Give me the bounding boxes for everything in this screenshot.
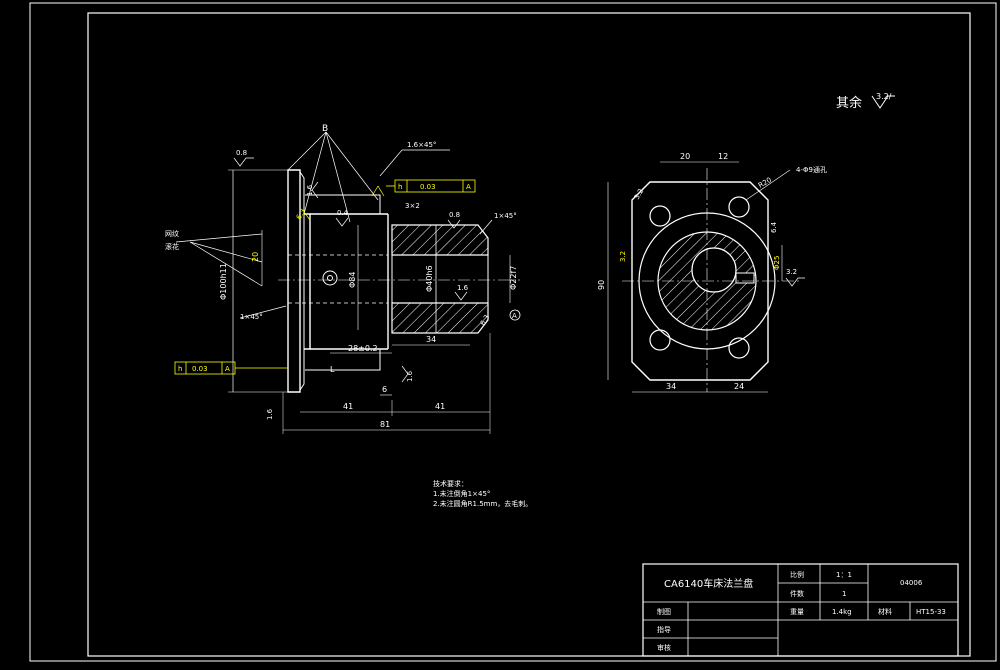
gtol-top-datum: A [466,183,471,191]
tech-title: 技术要求： [433,479,468,488]
chamfer-top: 1.6×45° [407,141,436,149]
bolt-hole-3 [649,329,671,351]
rough-side-3: 6.4 [770,221,778,233]
qty-value: 1 [842,590,846,598]
leader-chamfer-right [479,219,493,235]
drawing-no: 04006 [900,579,923,587]
slot-lower [305,349,381,371]
rough-side-2: 3.2 [619,251,627,262]
leader-B [287,131,379,223]
gtol-left: h 0.03 A [174,361,288,375]
rough-r9: 1.6 [266,408,274,420]
dim-side-34: 34 [666,382,676,391]
dim-41-right: 41 [435,402,445,411]
section-upper [391,224,489,256]
tech-line2: 2.未注圆角R1.5mm，去毛刺。 [433,499,532,508]
rough-r6: 1.6 [457,284,469,292]
leader-chamfer-left [239,305,287,319]
groove: 3×2 [405,202,420,210]
bolt-hole-4 [728,337,750,359]
flange-disk-outline [287,169,301,393]
scale-value: 1：1 [836,571,852,579]
cross-hole-inner [327,275,333,281]
label-L: L [330,365,335,374]
rest-roughness-label: 其余 [836,95,862,111]
rough-r4: 0.4 [337,209,349,217]
rest-roughness-symbol [871,95,895,109]
leader-chamfer-top [379,149,403,177]
dim-side-12: 12 [718,152,728,161]
datum-A-circle [509,309,521,321]
dim-center-small: Φ84 [348,272,357,288]
dim-side-25: Φ25 [773,256,781,270]
guide-label: 指导 [657,625,671,634]
knurl-1: 网纹 [165,229,179,238]
cross-hole [322,270,338,286]
dim-6: 6 [382,385,387,394]
title-block: CA6140车床法兰盘 比例 1：1 04006 件数 1 重量 1.4kg 材… [642,563,959,657]
section-lower [391,302,489,334]
rough-r1: 0.8 [236,149,247,157]
roughness-marks: 0.8 1.6 6.3 0.4 0.8 1.6 6.3 1.6 1.6 [233,149,491,420]
rough-r5: 0.8 [449,211,460,219]
gtol-left-symbol: h [178,365,182,373]
dim-right: Φ22f7 [509,266,518,290]
dim-34: 34 [426,335,436,344]
material-label: 材料 [878,607,892,616]
side-bore [691,247,737,293]
chamfer-right: 1×45° [494,212,517,220]
side-outline [631,181,769,381]
gtol-left-datum: A [225,365,230,373]
gtol-left-value: 0.03 [192,365,208,373]
bolt-hole-2 [728,196,750,218]
drawn-label: 制图 [657,607,671,616]
outer-border [29,2,997,662]
dim-side-90: 90 [597,280,606,290]
gtol-top: h 0.03 A [386,179,476,193]
qty-label: 件数 [790,589,804,598]
scale-label: 比例 [790,570,804,579]
dim-side-holes: 4-Φ9通孔 [796,165,827,174]
rough-r8: 1.6 [406,370,414,382]
label-B: B [322,124,328,134]
flange-disk-face [299,171,305,391]
dim-bore: Φ40h6 [425,265,434,292]
slot-upper [305,194,381,214]
gtol-top-value: 0.03 [420,183,436,191]
rough-side-symbol [785,277,805,287]
weight-label: 重量 [790,608,804,616]
inner-border [87,12,971,657]
weight-value: 1.4kg [832,608,852,616]
leader-knurl [175,233,263,287]
material-value: HT15-33 [916,608,946,616]
flange-step [304,213,311,350]
datum-A: A [512,312,517,320]
side-view: 20 12 4-Φ9通孔 R20 90 34 24 Φ25 3.2 3.2 6.… [597,152,827,393]
dim-81: 81 [380,420,390,429]
rough-side-4: 3.2 [786,268,797,276]
dim-41-left: 41 [343,402,353,411]
rough-r2: 1.6 [306,184,314,196]
knurl-2: 滚花 [165,242,179,251]
chamfer-left: 1×45° [240,313,263,321]
part-name: CA6140车床法兰盘 [664,577,753,590]
review-label: 审核 [657,643,671,652]
section-bore [391,254,489,304]
rest-roughness-value: 3.2/ [876,92,892,101]
dim-side-24: 24 [734,382,744,391]
dim-side-20: 20 [680,152,690,161]
gtol-top-symbol: h [398,183,402,191]
front-view: Φ100h11 20 Φ84 Φ40h6 Φ22f7 34 28±0.2 6 4… [165,124,521,434]
leader-holes [745,169,791,201]
dim-large-dia: Φ100h11 [219,263,228,300]
tech-line1: 1.未注倒角1×45° [433,489,490,498]
shaft-body [310,213,389,350]
bolt-hole-1 [649,205,671,227]
dim-side-r: R20 [757,176,773,190]
dim-28: 28±0.2 [348,344,378,353]
keyway [735,272,755,284]
dim-left-small: 20 [251,252,260,262]
